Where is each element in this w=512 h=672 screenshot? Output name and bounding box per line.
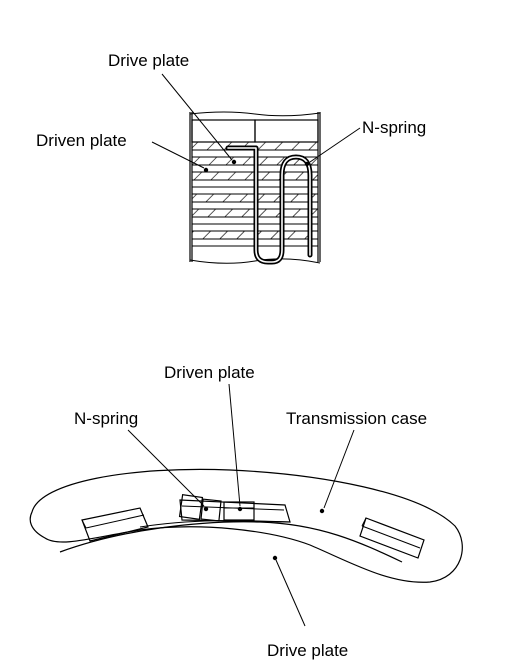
label-drive-plate-bottom: Drive plate bbox=[267, 641, 348, 660]
transmission-case-view: Driven plate N-spring Transmission case … bbox=[29, 363, 463, 660]
label-transmission-case: Transmission case bbox=[286, 409, 427, 428]
clutch-pack-section: Drive plate Driven plate N-spring bbox=[36, 51, 426, 265]
label-driven-plate-top: Driven plate bbox=[36, 131, 127, 150]
label-n-spring-top: N-spring bbox=[362, 118, 426, 137]
label-n-spring-bottom: N-spring bbox=[74, 409, 138, 428]
label-drive-plate-top: Drive plate bbox=[108, 51, 189, 70]
label-driven-plate-bottom: Driven plate bbox=[164, 363, 255, 382]
transmission-case-outline bbox=[29, 468, 463, 583]
